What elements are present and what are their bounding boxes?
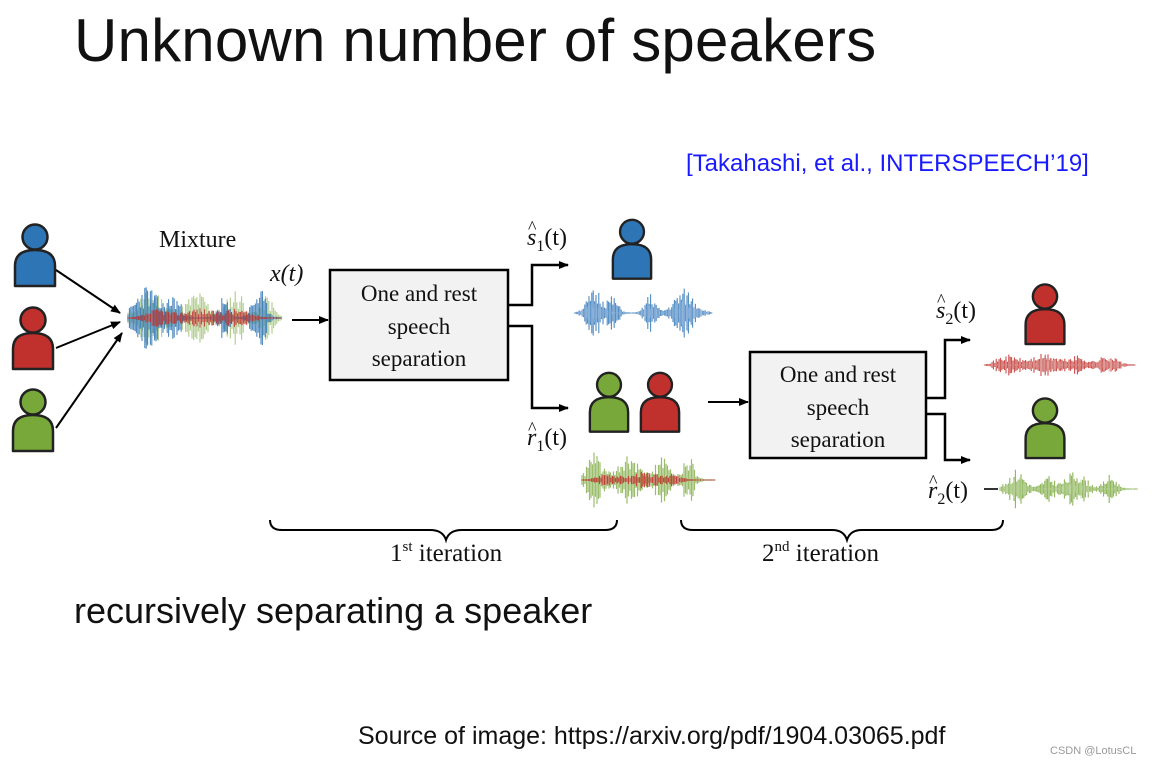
block1-line3: separation	[372, 346, 467, 371]
s1-label: s1(t)	[527, 225, 567, 255]
speaker-to-mixture-arrows	[55, 269, 123, 429]
mixture-label: Mixture	[159, 227, 236, 253]
watermark: CSDN @LotusCL	[1050, 745, 1137, 757]
r2-hat-mark: ^	[929, 471, 938, 491]
block2-line1: One and rest	[780, 362, 897, 387]
s2-speaker-red-icon	[1024, 283, 1066, 346]
r2-waveform	[999, 469, 1138, 509]
block2-output-arrows	[926, 336, 971, 464]
input-speaker-red-icon	[11, 306, 55, 371]
separation-block-2: One and rest speech separation	[748, 350, 928, 460]
s2-hat-mark: ^	[937, 290, 946, 310]
s1-hat-mark: ^	[528, 217, 537, 237]
image-source-note: Source of image: https://arxiv.org/pdf/1…	[358, 722, 946, 750]
r2-speaker-green-icon	[1024, 397, 1066, 460]
iteration2-label: 2nd iteration	[762, 539, 880, 567]
r1-speaker-green-icon	[588, 371, 630, 433]
s1-speaker-blue-icon	[611, 218, 653, 280]
r1-speaker-red-icon	[639, 371, 681, 433]
block1-line1: One and rest	[361, 281, 478, 306]
separation-block-1: One and rest speech separation	[328, 268, 510, 382]
iteration1-brace	[269, 519, 618, 544]
slide-caption: recursively separating a speaker	[74, 590, 593, 631]
input-speaker-blue-icon	[13, 223, 57, 288]
s2-label: s2(t)	[936, 298, 976, 328]
r1-hat-mark: ^	[528, 418, 537, 438]
s1-waveform	[574, 288, 713, 338]
input-speaker-green-icon	[11, 388, 55, 453]
block2-line2: speech	[807, 395, 870, 420]
r2-label: r2(t)	[928, 478, 968, 508]
iteration2-brace	[680, 519, 1004, 544]
block1-output-arrows	[508, 261, 569, 412]
block1-line2: speech	[388, 314, 451, 339]
r1-waveform	[581, 452, 716, 508]
citation-link[interactable]: [Takahashi, et al., INTERSPEECH’19]	[686, 150, 1089, 177]
slide-title: Unknown number of speakers	[74, 7, 877, 74]
mixture-waveform	[127, 287, 283, 349]
iteration1-label: 1st iteration	[390, 539, 503, 567]
block2-line3: separation	[791, 427, 886, 452]
s2-waveform	[984, 353, 1136, 377]
input-signal-label: x(t)	[269, 261, 303, 287]
r1-label: r1(t)	[527, 425, 567, 455]
